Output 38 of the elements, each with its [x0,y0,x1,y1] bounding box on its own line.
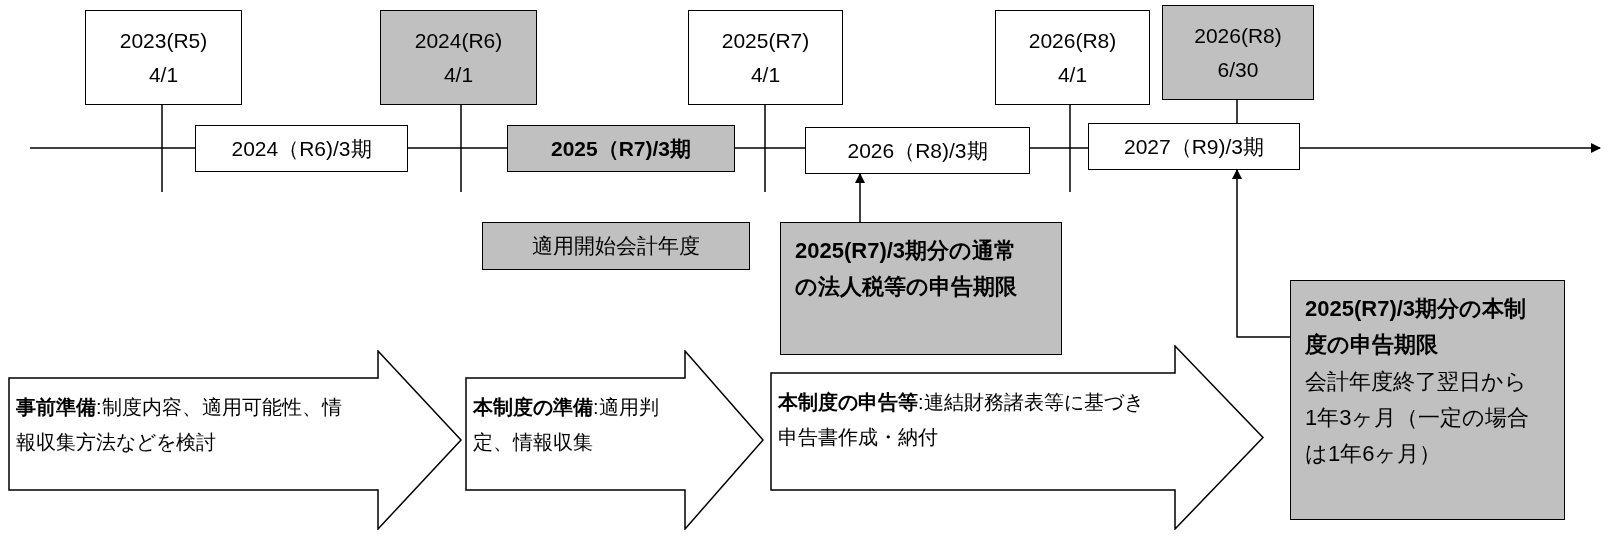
year-label: 2023(R5) [119,27,208,54]
date-box [85,10,242,105]
step-description: 事前準備:制度内容、適用可能性、情報収集方法などを検討 [16,395,343,455]
date-box [688,10,843,105]
arrow [855,173,865,223]
callout-heading: 2025(R7)/3期分の通常の法人税等の申告期限 [795,237,1018,302]
period-label: 2027（R9)/3期 [1123,133,1265,160]
period-box [195,125,408,172]
year-label: 2024(R6) [414,27,503,54]
year-label: 2025(R7) [721,27,810,54]
phase-block [8,350,463,530]
date-label: 4/1 [1057,61,1088,88]
callout-box [780,222,1062,355]
phase-block [465,350,765,530]
callout-text: 会計年度終了翌日から1年3ヶ月（一定の場合は1年6ヶ月） [1305,367,1531,469]
callout-box [1290,280,1565,520]
phase-block [770,345,1265,530]
year-label: 2026(R8) [1028,27,1117,54]
year-label: 2026(R8) [1194,22,1282,49]
label-text: 適用開始会計年度 [532,233,700,260]
date-box [380,10,537,105]
date-label: 4/1 [148,61,179,88]
period-box [507,125,735,172]
period-label: 2025（R7)/3期 [550,135,692,162]
date-box [995,10,1150,105]
period-box [1088,123,1300,170]
date-label: 4/1 [443,61,474,88]
label-box [482,222,750,270]
step-description: 本制度の申告等:連結財務諸表等に基づき申告書作成・納付 [778,390,1145,450]
callout-heading: 2025(R7)/3期分の本制度の申告期限 [1305,295,1528,360]
arrow [1232,169,1291,338]
period-box [805,127,1030,174]
step-description: 本制度の準備:適用判定、情報収集 [473,395,660,455]
date-label: 6/30 [1217,56,1259,83]
period-label: 2024（R6)/3期 [231,135,372,162]
period-label: 2026（R8)/3期 [847,137,988,164]
date-box [1162,5,1314,100]
date-label: 4/1 [750,61,781,88]
